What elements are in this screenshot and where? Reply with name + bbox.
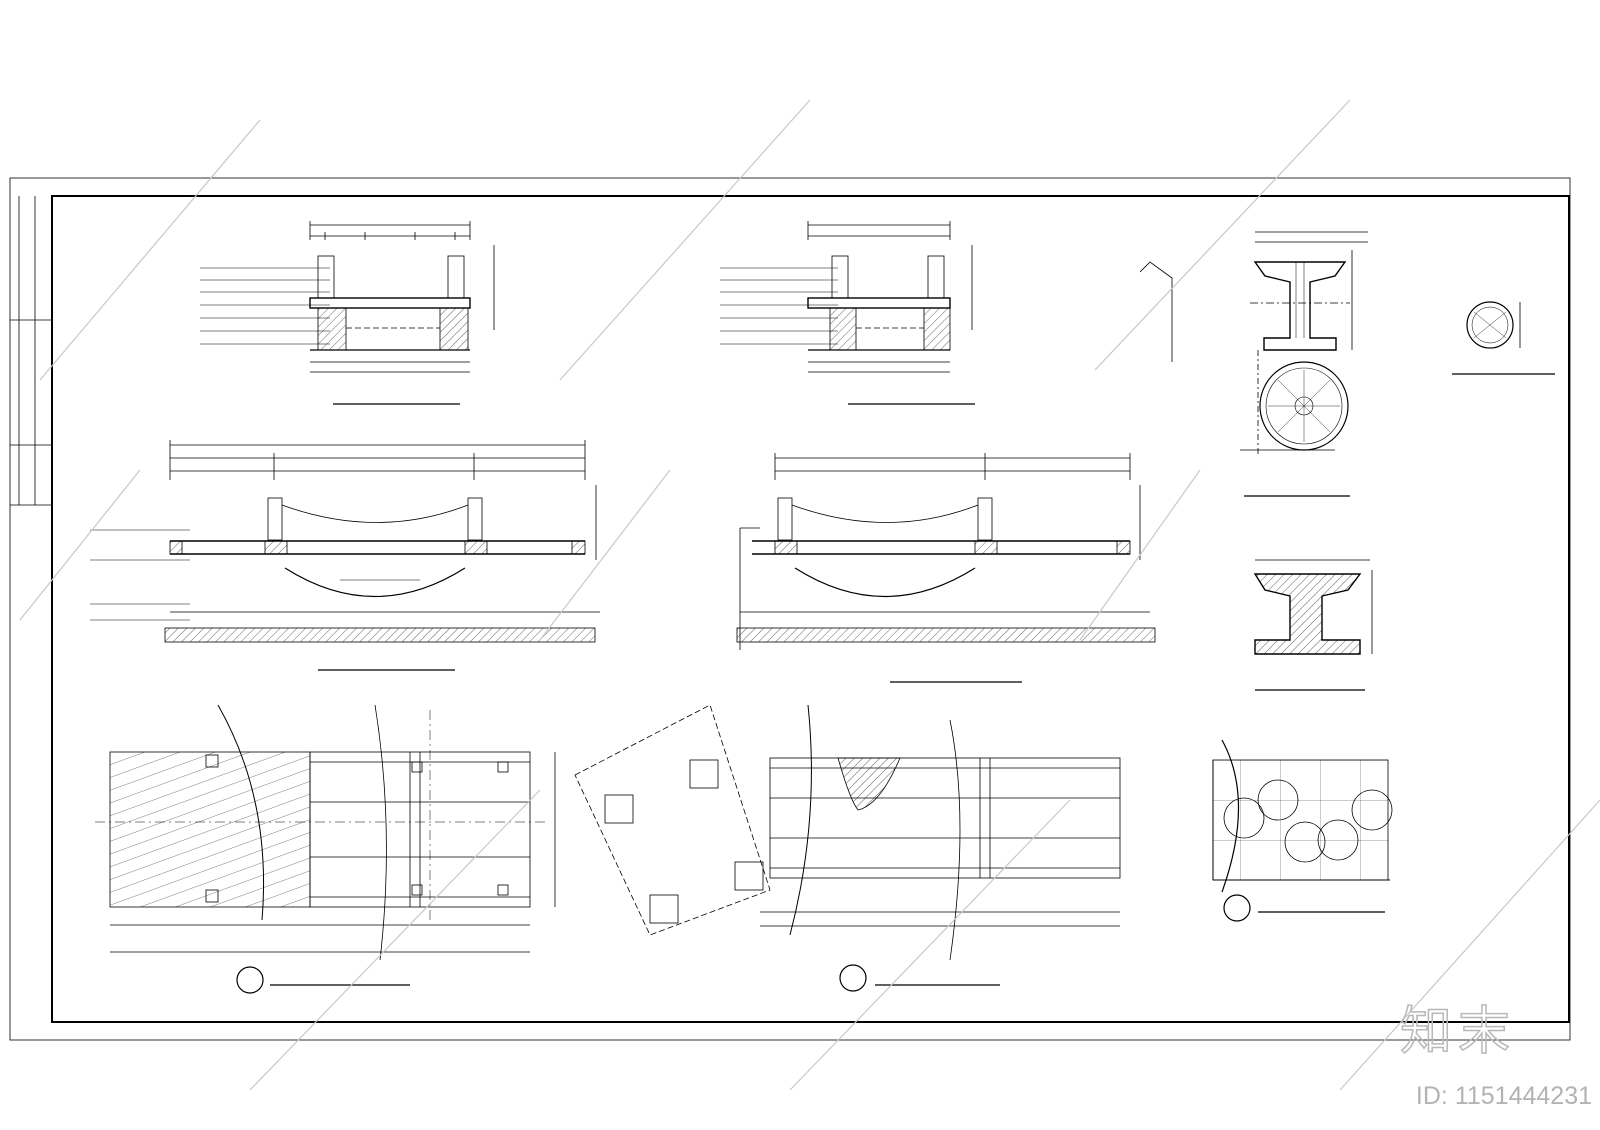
watermark-logo: 知末 [1399, 1001, 1517, 1063]
watermark-id: ID: 1151444231 [1415, 1082, 1592, 1110]
section-A-A [1452, 301, 1555, 375]
sheet-border [9, 177, 1571, 1041]
section-1-1 [90, 440, 600, 671]
stepping-stone-rebar [1240, 231, 1368, 497]
section-2-2 [200, 221, 495, 405]
section-4-4 [720, 221, 975, 405]
bent-detail [1139, 261, 1173, 362]
stepping-stone-plan [1212, 739, 1393, 922]
title-strip [10, 196, 52, 506]
section-3-3 [736, 453, 1156, 683]
bridge-two-plan [574, 704, 1121, 992]
section-5-5 [1253, 559, 1373, 691]
diagonal-watermarks [19, 99, 1600, 1091]
bridge-one-plan [95, 704, 556, 994]
